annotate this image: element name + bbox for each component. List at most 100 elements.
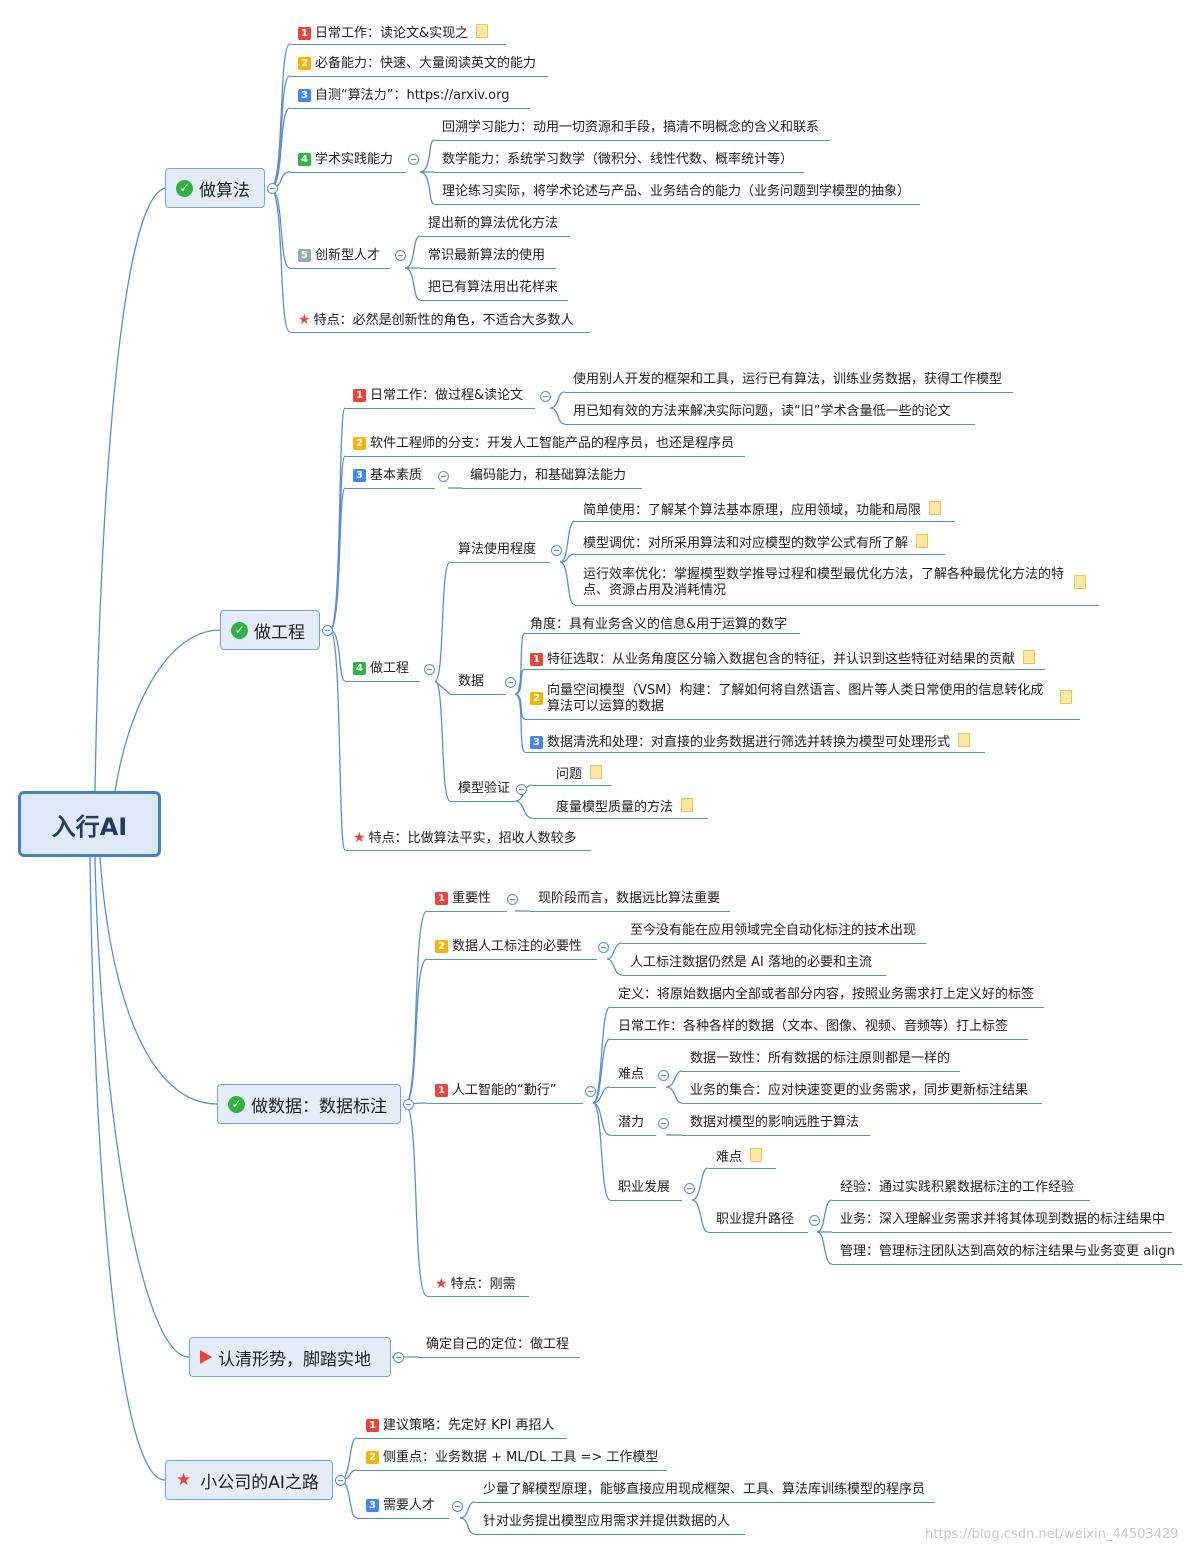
list-item[interactable]: 针对业务提出模型应用需求并提供数据的人 (483, 1514, 731, 1529)
note-icon[interactable] (1023, 650, 1036, 664)
note-icon[interactable] (929, 501, 942, 515)
list-item[interactable]: 角度：具有业务含义的信息&用于运算的数字 (530, 617, 788, 632)
collapse-icon[interactable] (658, 1070, 669, 1081)
collapse-icon[interactable] (551, 545, 562, 556)
list-item[interactable]: 数学能力：系统学习数学（微积分、线性代数、概率统计等） (442, 152, 794, 167)
note-icon[interactable] (1074, 575, 1086, 589)
collapse-icon[interactable] (335, 1475, 346, 1486)
list-item[interactable]: 数据对模型的影响远胜于算法 (690, 1115, 860, 1130)
collapse-icon[interactable] (505, 677, 516, 688)
list-item[interactable]: 数据一致性：所有数据的标注原则都是一样的 (690, 1051, 951, 1066)
root-node[interactable]: 入行AI (18, 791, 161, 857)
collapse-icon[interactable] (393, 1352, 404, 1363)
note-icon[interactable] (476, 24, 489, 38)
list-item[interactable]: 简单使用：了解某个算法基本原理，应用领域，功能和局限 (583, 501, 942, 519)
list-item[interactable]: 职业提升路径 (716, 1212, 795, 1227)
list-item[interactable]: 定义：将原始数据内全部或者部分内容，按照业务需求打上定义好的标签 (618, 987, 1035, 1002)
list-item[interactable]: 日常工作：各种各样的数据（文本、图像、视频、音频等）打上标签 (618, 1019, 1009, 1034)
list-item[interactable]: 理论练习实际，将学术论述与产品、业务结合的能力（业务问题到学模型的抽象） (442, 184, 911, 199)
list-item[interactable]: 回溯学习能力：动用一切资源和手段，搞清不明概念的含义和联系 (442, 120, 820, 135)
list-item[interactable]: 编码能力，和基础算法能力 (470, 468, 627, 483)
note-icon[interactable] (590, 765, 603, 779)
check-circle-icon: ✓ (231, 621, 248, 639)
collapse-icon[interactable] (438, 471, 449, 482)
branch-data-labeling[interactable]: ✓ 做数据：数据标注 (217, 1084, 401, 1124)
list-item[interactable]: 管理：管理标注团队达到高效的标注结果与业务变更 align (840, 1244, 1175, 1259)
collapse-icon[interactable] (408, 154, 419, 165)
list-item[interactable]: 难点 (716, 1148, 763, 1166)
priority-2-icon: 2 (298, 57, 311, 70)
root-label: 入行AI (51, 812, 128, 841)
note-icon[interactable] (750, 1148, 763, 1162)
collapse-icon[interactable] (507, 894, 518, 905)
list-item[interactable]: 算法使用程度 (458, 542, 537, 557)
list-item[interactable]: 少量了解模型原理，能够直接应用现成框架、工具、算法库训练模型的程序员 (483, 1482, 926, 1497)
list-item[interactable]: ★特点：比做算法平实，招收人数较多 (353, 830, 577, 846)
list-item[interactable]: 向量空间模型（VSM）构建：了解如何将自然语言、图片等人类日常使用的信息转化成算… (547, 683, 1044, 714)
star-icon: ★ (435, 1276, 448, 1292)
list-item[interactable]: 潜力 (618, 1115, 645, 1130)
list-item[interactable]: 业务：深入理解业务需求并将其体现到数据的标注结果中 (840, 1212, 1166, 1227)
list-item[interactable]: 用已知有效的方法来解决实际问题，读“旧”学术含量低一些的论文 (573, 404, 951, 419)
collapse-icon[interactable] (267, 183, 278, 194)
note-icon[interactable] (681, 798, 694, 812)
collapse-icon[interactable] (424, 664, 435, 675)
collapse-icon[interactable] (395, 250, 406, 261)
branch-engineering[interactable]: ✓ 做工程 (220, 610, 320, 650)
list-item[interactable]: 运行效率优化：掌握模型数学推导过程和模型最优化方法，了解各种最优化方法的特点、资… (583, 567, 1065, 598)
list-item[interactable]: 常识最新算法的使用 (428, 248, 546, 263)
list-item[interactable]: 提出新的算法优化方法 (428, 216, 559, 231)
collapse-icon[interactable] (452, 1501, 463, 1512)
list-item[interactable]: 模型验证 (458, 781, 511, 796)
list-item[interactable]: 确定自己的定位：做工程 (426, 1337, 570, 1352)
collapse-icon[interactable] (658, 1118, 669, 1129)
collapse-icon[interactable] (585, 1086, 596, 1097)
list-item[interactable]: 至今没有能在应用领域完全自动化标注的技术出现 (630, 923, 917, 938)
branch-small-company[interactable]: ★ 小公司的AI之路 (165, 1460, 333, 1500)
branch-reality-check[interactable]: 认清形势，脚踏实地 (189, 1337, 391, 1377)
collapse-icon[interactable] (403, 1099, 414, 1110)
collapse-icon[interactable] (540, 391, 551, 402)
branch-algorithm[interactable]: ✓ 做算法 (165, 168, 265, 208)
list-item[interactable]: 问题 (556, 765, 603, 783)
collapse-icon[interactable] (322, 625, 333, 636)
note-icon[interactable] (1060, 690, 1072, 704)
collapse-icon[interactable] (684, 1183, 695, 1194)
collapse-icon[interactable] (809, 1215, 820, 1226)
list-item[interactable]: 模型调优：对所采用算法和对应模型的数学公式有所了解 (583, 534, 929, 552)
collapse-icon[interactable] (516, 784, 527, 795)
list-item[interactable]: 度量模型质量的方法 (556, 798, 694, 816)
watermark: https://blog.csdn.net/weixin_44503429 (925, 1527, 1179, 1542)
note-icon[interactable] (958, 733, 971, 747)
list-item[interactable]: 数据 (458, 674, 485, 689)
list-item[interactable]: ★特点：必然是创新性的角色，不适合大多数人 (298, 312, 574, 328)
list-item[interactable]: 把已有算法用出花样来 (428, 280, 559, 295)
list-item[interactable]: 难点 (618, 1067, 645, 1082)
list-item[interactable]: ★特点：刚需 (435, 1276, 516, 1292)
list-item[interactable]: 业务的集合：应对快速变更的业务需求，同步更新标注结果 (690, 1083, 1029, 1098)
note-icon[interactable] (916, 534, 929, 548)
collapse-icon[interactable] (598, 942, 609, 953)
list-item[interactable]: 人工标注数据仍然是 AI 落地的必要和主流 (630, 955, 872, 970)
list-item[interactable]: 经验：通过实践积累数据标注的工作经验 (840, 1180, 1075, 1195)
list-item[interactable]: 现阶段而言，数据远比算法重要 (538, 891, 721, 906)
list-item[interactable]: 使用别人开发的框架和工具，运行已有算法，训练业务数据，获得工作模型 (573, 372, 1003, 387)
list-item[interactable]: 职业发展 (618, 1180, 671, 1195)
